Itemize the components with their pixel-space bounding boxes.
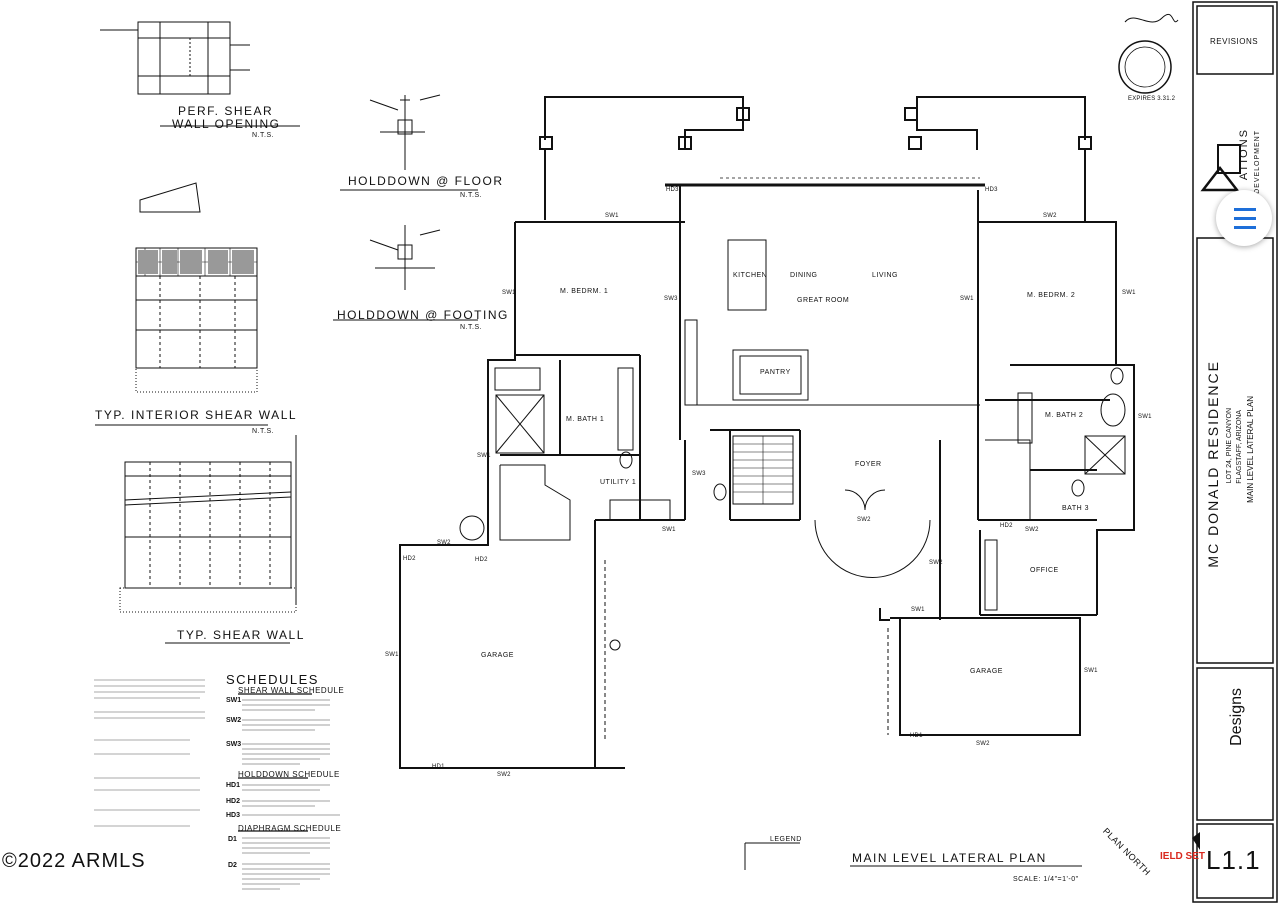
room-office: OFFICE <box>1030 567 1059 574</box>
room-utility-1: UTILITY 1 <box>600 479 637 486</box>
shear-wall-item: SW3 <box>226 741 242 748</box>
room-m-bedrm-1: M. BEDRM. 1 <box>560 288 609 295</box>
revisions-label: REVISIONS <box>1210 37 1259 46</box>
holddown-floor-scale: N.T.S. <box>460 192 483 199</box>
room-kitchen: KITCHEN <box>733 272 768 279</box>
firm-subtitle-fragment: DEVELOPMENT <box>1254 130 1261 194</box>
room-garage-left: GARAGE <box>481 652 514 659</box>
wall-tag: HD2 <box>1000 523 1013 529</box>
wall-tag: HD3 <box>666 187 679 193</box>
wall-tag: SW2 <box>437 540 451 546</box>
hamburger-menu-icon <box>1234 208 1256 229</box>
wall-tag: SW1 <box>385 652 399 658</box>
wall-tag: SW1 <box>502 290 516 296</box>
wall-tag: SW2 <box>1043 213 1057 219</box>
perf-shear-scale: N.T.S. <box>252 132 275 139</box>
wall-tag: HD2 <box>475 557 488 563</box>
holddown-footing-title: HOLDDOWN @ FOOTING <box>337 308 509 322</box>
wall-tag: SW1 <box>1084 668 1098 674</box>
wall-tag: SW1 <box>477 453 491 459</box>
room-garage-right: GARAGE <box>970 668 1003 675</box>
field-set-stamp: IELD SET <box>1160 851 1206 862</box>
menu-button[interactable] <box>1216 190 1272 246</box>
wall-tag: SW2 <box>1025 527 1039 533</box>
designer-name: Designs <box>1228 688 1245 746</box>
legend-title: LEGEND <box>770 836 802 843</box>
wall-tag: SW1 <box>1122 290 1136 296</box>
room-living: LIVING <box>872 272 898 279</box>
holddown-item: HD1 <box>226 782 241 789</box>
holddown-schedule-title: HOLDDOWN SCHEDULE <box>238 770 340 779</box>
holddown-item: HD3 <box>226 812 241 819</box>
wall-tag: SW2 <box>929 560 943 566</box>
wall-tag: HD1 <box>910 733 923 739</box>
wall-tag: SW3 <box>692 471 706 477</box>
perf-shear-title-2: WALL OPENING <box>172 117 281 131</box>
wall-tag: HD2 <box>403 556 416 562</box>
room-dining: DINING <box>790 272 818 279</box>
room-foyer: FOYER <box>855 461 882 468</box>
room-m-bedrm-2: M. BEDRM. 2 <box>1027 292 1076 299</box>
wall-tag: SW2 <box>857 517 871 523</box>
sheet-number: L1.1 <box>1206 845 1261 875</box>
wall-tag: SW1 <box>1138 414 1152 420</box>
wall-tag: SW1 <box>605 213 619 219</box>
project-name: MC DONALD RESIDENCE <box>1205 360 1221 568</box>
wall-tag: SW1 <box>960 296 974 302</box>
typ-interior-shear-wall-title: TYP. INTERIOR SHEAR WALL <box>95 408 298 422</box>
project-line-1: LOT 24, PINE CANYON <box>1226 408 1233 484</box>
wall-tag: SW1 <box>662 527 676 533</box>
holddown-floor-title: HOLDDOWN @ FLOOR <box>348 174 504 188</box>
perf-shear-title-1: PERF. SHEAR <box>178 104 274 118</box>
wall-tag: SW2 <box>497 772 511 778</box>
diaphragm-item: D1 <box>228 836 237 843</box>
room-m-bath-1: M. BATH 1 <box>566 416 605 423</box>
typ-interior-scale: N.T.S. <box>252 428 275 435</box>
wall-tag: SW1 <box>911 607 925 613</box>
wall-tag: HD1 <box>432 764 445 770</box>
schedules-title: SCHEDULES <box>226 672 319 687</box>
holddown-footing-scale: N.T.S. <box>460 324 483 331</box>
room-great-room: GREAT ROOM <box>797 297 850 304</box>
room-bath-3: BATH 3 <box>1062 505 1089 512</box>
diaphragm-item: D2 <box>228 862 237 869</box>
firm-name-fragment: ATIONS <box>1238 128 1250 181</box>
project-line-3: MAIN LEVEL LATERAL PLAN <box>1246 396 1255 503</box>
shear-wall-item: SW1 <box>226 697 242 704</box>
wall-tag: HD3 <box>985 187 998 193</box>
holddown-item: HD2 <box>226 798 241 805</box>
diaphragm-schedule-title: DIAPHRAGM SCHEDULE <box>238 824 342 833</box>
plan-title: MAIN LEVEL LATERAL PLAN <box>852 851 1047 865</box>
seal-expires: EXPIRES 3.31.2 <box>1128 96 1176 102</box>
wall-tag: SW2 <box>976 741 990 747</box>
room-m-bath-2: M. BATH 2 <box>1045 412 1084 419</box>
copyright-watermark: ©2022 ARMLS <box>2 850 146 872</box>
plan-scale: SCALE: 1/4"=1'-0" <box>1013 876 1079 883</box>
wall-tag: SW3 <box>664 296 678 302</box>
shear-wall-item: SW2 <box>226 717 242 724</box>
typ-shear-wall-title: TYP. SHEAR WALL <box>177 628 305 642</box>
project-line-2: FLAGSTAFF, ARIZONA <box>1236 410 1243 484</box>
shear-wall-schedule-title: SHEAR WALL SCHEDULE <box>238 686 345 695</box>
room-pantry: PANTRY <box>760 369 791 376</box>
north-arrow-icon <box>1192 832 1200 850</box>
